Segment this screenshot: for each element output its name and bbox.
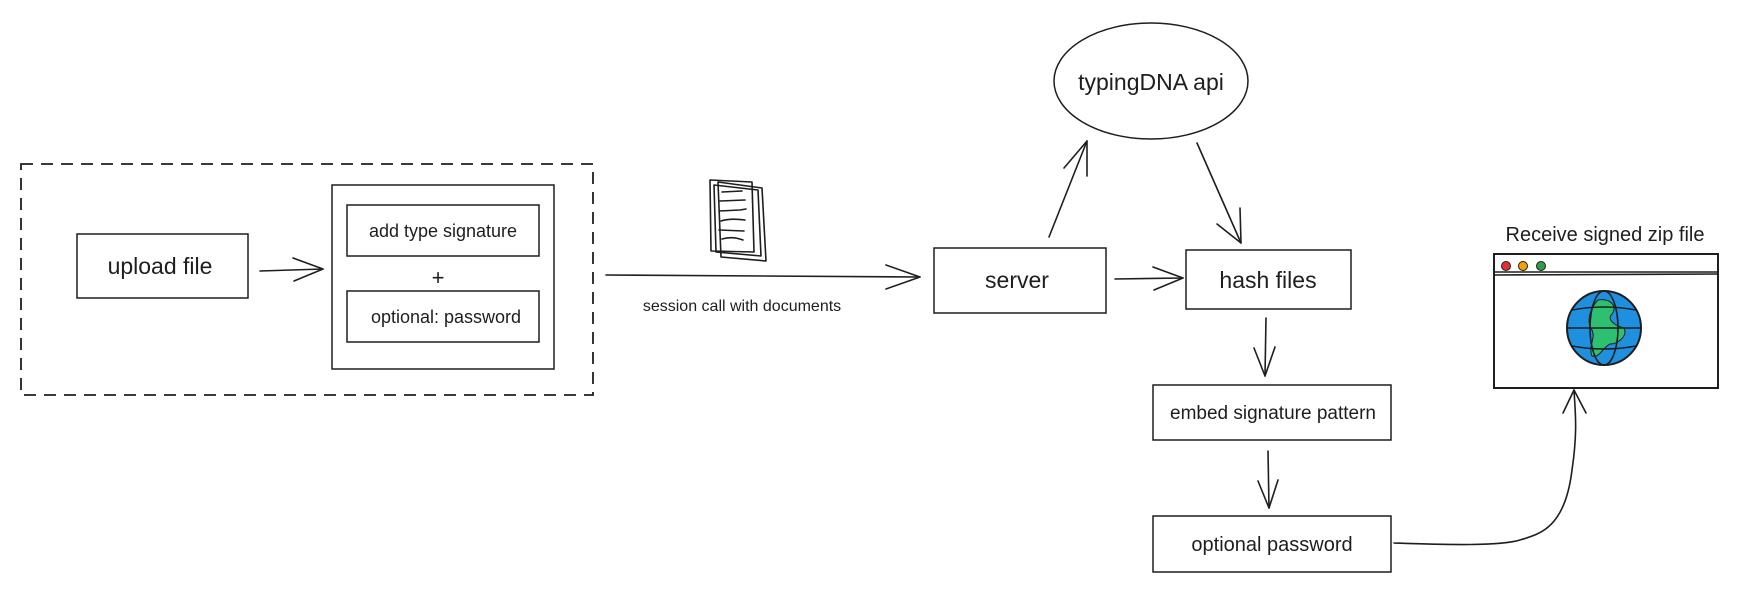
optional-password-node: optional password [1152,515,1392,573]
arrow-api-to-hash [1196,142,1242,244]
session-call-label: session call with documents [643,298,841,315]
upload-file-label: upload file [108,253,213,279]
server-label: server [985,267,1049,293]
hash-files-node: hash files [1185,249,1352,310]
window-dot-yellow [1518,261,1528,271]
arrow-session-call [605,264,921,290]
client-group-frame [20,163,594,396]
embed-signature-pattern-node: embed signature pattern [1152,384,1392,441]
arrow-embed-to-password [1257,450,1279,509]
optional-password-input-label: optional: password [371,307,521,327]
plus-sign: + [432,265,445,290]
server-node: server [933,247,1107,314]
globe-icon [1566,290,1642,366]
arrow-upload-to-signature [259,257,324,282]
signature-options-node: add type signature + optional: password [331,184,555,370]
receive-signed-zip-title: Receive signed zip file [1506,224,1705,246]
add-type-signature-label: add type signature [369,221,517,241]
window-dot-red [1501,261,1511,271]
optional-password-label: optional password [1191,534,1352,556]
window-dot-green [1536,261,1546,271]
arrow-server-to-hash [1114,266,1184,291]
add-type-signature-box [346,204,540,257]
documents-stack-icon [709,179,767,262]
arrow-server-to-api [1048,140,1088,238]
embed-signature-pattern-label: embed signature pattern [1170,403,1376,424]
arrow-hash-to-embed [1253,317,1276,377]
optional-password-input-box [346,290,540,343]
arrow-password-to-browser [1393,389,1587,546]
typingdna-api-label: typingDNA api [1078,69,1224,95]
browser-window-icon [1493,253,1719,389]
typingdna-api-node: typingDNA api [1053,22,1249,140]
upload-file-node: upload file [76,233,249,299]
hash-files-label: hash files [1219,267,1316,293]
